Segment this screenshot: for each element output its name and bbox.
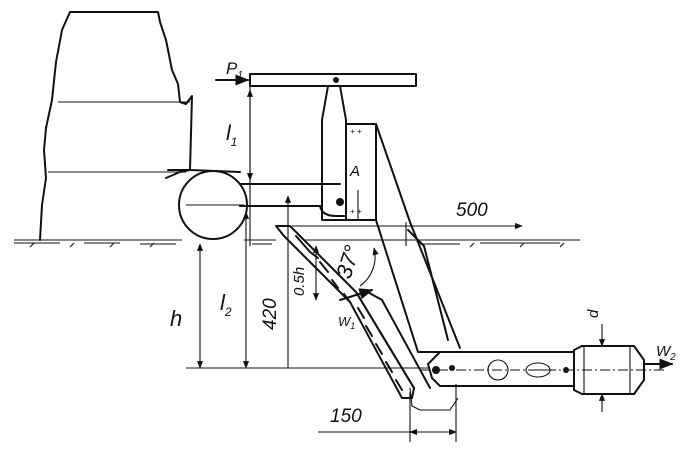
- label-l1: l1: [226, 122, 237, 149]
- svg-text:+ +: + +: [350, 207, 362, 216]
- mole-torpedo: [420, 345, 664, 395]
- label-w2: W2: [656, 343, 676, 363]
- frame-column: + + + +: [321, 85, 377, 221]
- label-l2: l2: [220, 290, 232, 319]
- trench-wall: [407, 229, 459, 411]
- label-a: A: [349, 163, 360, 180]
- text-labels: P1 l1 A 500 0.5h 37° W1 h l2 420 d W2 15…: [170, 59, 676, 427]
- force-arrows: [215, 74, 674, 370]
- label-p1: P1: [226, 59, 243, 81]
- label-150: 150: [330, 406, 362, 427]
- tractor-wheel: [165, 169, 248, 240]
- arrow-right-icon: [339, 288, 374, 301]
- label-w1: W1: [338, 314, 355, 331]
- label-d: d: [585, 309, 602, 318]
- label-500: 500: [456, 200, 488, 221]
- main-shank: [375, 123, 461, 353]
- inclined-knife: [275, 225, 431, 399]
- svg-text:+ +: + +: [350, 127, 362, 136]
- label-420: 420: [260, 298, 281, 330]
- dimension-lines: [186, 89, 606, 442]
- drawbar: [239, 183, 349, 217]
- ground-surface: [14, 239, 580, 248]
- label-05h: 0.5h: [291, 267, 308, 296]
- label-angle: 37°: [331, 242, 365, 282]
- label-h: h: [170, 306, 182, 331]
- tractor-body: [39, 11, 193, 241]
